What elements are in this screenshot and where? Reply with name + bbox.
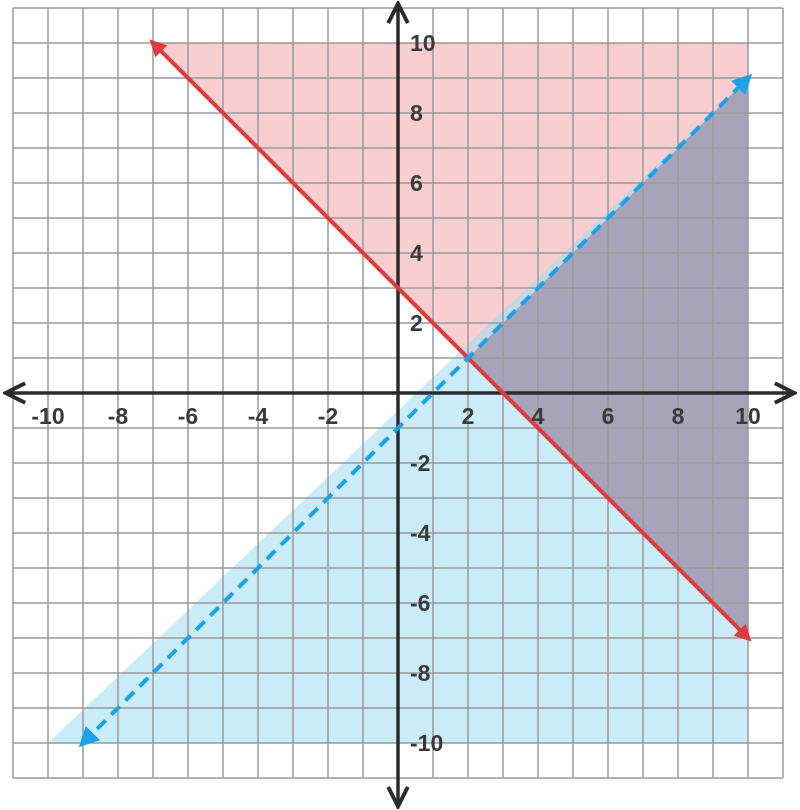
x-tick-label: 2 — [462, 403, 475, 429]
x-tick-label: -6 — [178, 403, 198, 429]
y-tick-label: 8 — [410, 100, 423, 126]
y-tick-labels: -10 -8 -6 -4 -2 2 4 6 8 10 — [410, 30, 443, 756]
x-tick-label: 4 — [532, 403, 545, 429]
y-tick-label: -2 — [410, 450, 430, 476]
y-tick-label: -10 — [410, 730, 443, 756]
y-tick-label: -8 — [410, 660, 431, 686]
y-tick-label: 6 — [410, 170, 423, 196]
line-blue-dashed — [78, 73, 753, 748]
y-tick-label: 2 — [410, 310, 423, 336]
boundary-lines — [78, 39, 753, 748]
x-tick-label: 10 — [735, 403, 761, 429]
x-tick-label: -10 — [31, 403, 64, 429]
y-tick-label: -4 — [410, 520, 431, 546]
y-tick-label: 4 — [410, 240, 423, 266]
x-tick-labels: -10 -8 -6 -4 -2 2 4 6 8 10 — [31, 403, 760, 429]
x-tick-label: -2 — [318, 403, 338, 429]
x-tick-label: -4 — [248, 403, 269, 429]
x-tick-label: 6 — [602, 403, 615, 429]
x-tick-label: 8 — [672, 403, 685, 429]
x-tick-label: -8 — [108, 403, 129, 429]
y-tick-label: -6 — [410, 590, 430, 616]
y-tick-label: 10 — [410, 30, 436, 56]
